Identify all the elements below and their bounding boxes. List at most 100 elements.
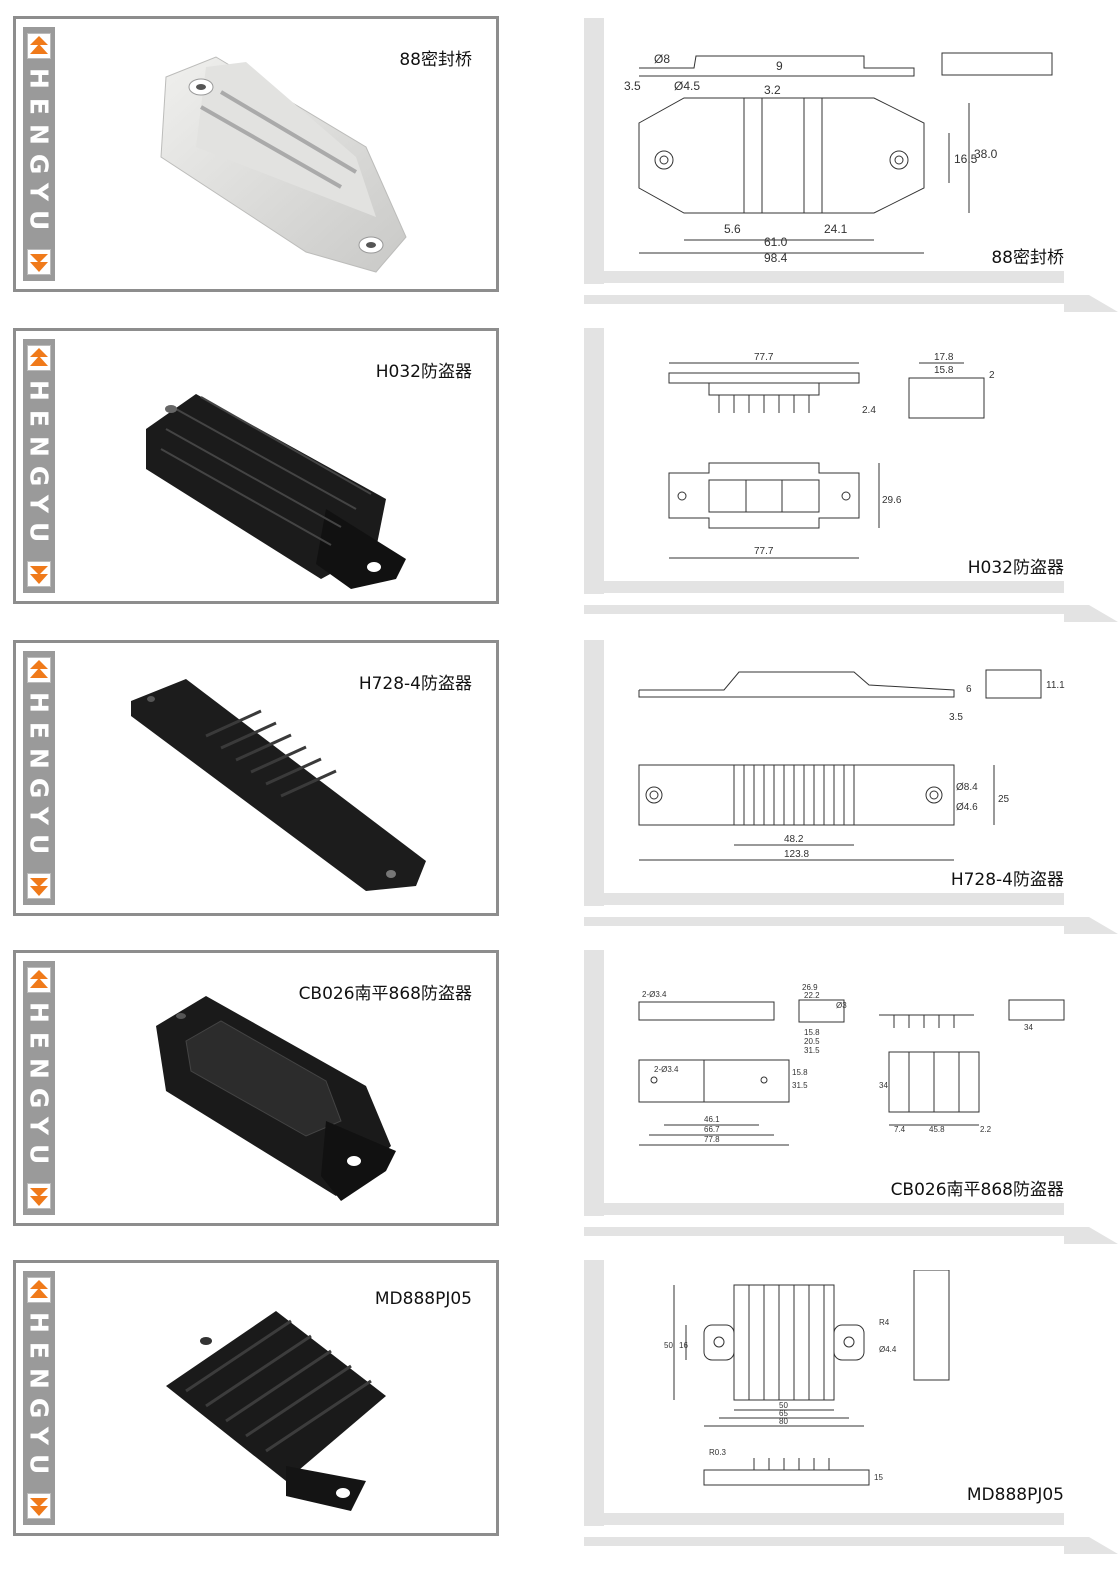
dim-label: 38.0 (974, 147, 998, 161)
down-arrows-icon (27, 873, 51, 899)
drawing-title: CB026南平868防盗器 (890, 1180, 1064, 1200)
up-arrows-icon (27, 967, 51, 993)
up-arrows-icon (27, 657, 51, 683)
drawing-panel-h728: 6 3.5 11.1 Ø8.4 Ø4.6 25 48.2 123.8 H728-… (584, 640, 1118, 934)
dim-label: 61.0 (764, 235, 788, 249)
dim-label: Ø8 (654, 52, 670, 66)
dim-label: 34 (1024, 1023, 1033, 1032)
dim-label: 29.6 (882, 495, 902, 506)
dim-label: Ø4.5 (674, 79, 700, 93)
dim-label: 16 (679, 1341, 688, 1350)
dim-label: 123.8 (784, 849, 809, 860)
dim-label: 31.5 (804, 1046, 820, 1055)
dim-label: 24.1 (824, 222, 848, 236)
dim-label: 2-Ø3.4 (642, 990, 667, 999)
drawing-panel-md888: 50 16 R4 Ø4.4 50 65 80 R0.3 15 MD888PJ05 (584, 1260, 1118, 1554)
drawing-panel-h032: 77.7 17.8 15.8 2 2.4 29.6 77.7 H032防盗器 (584, 328, 1118, 622)
product-title: 88密封桥 (399, 50, 472, 70)
brand-vertical-text: HENGYU (24, 380, 54, 552)
dim-label: 3.5 (624, 79, 641, 93)
product-title: CB026南平868防盗器 (298, 984, 472, 1004)
dim-label: 31.5 (792, 1081, 808, 1090)
dim-label: 50 (664, 1341, 673, 1350)
technical-drawing: 50 16 R4 Ø4.4 50 65 80 R0.3 15 (664, 1270, 950, 1486)
product-card-88: HENGYU 88密封桥 (13, 16, 499, 292)
dim-label: 2.4 (862, 405, 876, 416)
dim-label: 11.1 (1046, 680, 1065, 691)
down-arrows-icon (27, 1183, 51, 1209)
up-arrows-icon (27, 1277, 51, 1303)
dim-label: 80 (779, 1417, 788, 1426)
dim-label: 16.5 (954, 152, 978, 166)
drawing-panel-cb026: 2-Ø3.4 26.9 22.2 Ø3 15.8 20.5 31.5 2-Ø3.… (584, 950, 1118, 1244)
dim-label: 3.5 (949, 712, 963, 723)
brand-strip: HENGYU (23, 961, 55, 1215)
brand-strip: HENGYU (23, 27, 55, 281)
dim-label: R0.3 (709, 1448, 726, 1457)
product-card-h032: HENGYU H032防盗器 (13, 328, 499, 604)
dim-label: 65 (779, 1409, 788, 1418)
technical-drawing: 6 3.5 11.1 Ø8.4 Ø4.6 25 48.2 123.8 (638, 669, 1065, 861)
product-photo (160, 56, 407, 273)
drawing-title: MD888PJ05 (966, 1485, 1064, 1505)
dim-label: 2.2 (980, 1125, 992, 1134)
product-photo (146, 394, 406, 589)
dim-label: 6 (966, 684, 972, 695)
dim-label: 34 (879, 1081, 888, 1090)
drawing-panel-88: Ø8 9 3.5 Ø4.5 3.2 16.5 38.0 5.6 24.1 61.… (584, 18, 1118, 312)
dim-label: 9 (776, 59, 783, 73)
dim-label: 17.8 (934, 352, 954, 363)
dim-label: 46.1 (704, 1115, 720, 1124)
brand-strip: HENGYU (23, 339, 55, 593)
dim-label: Ø4.4 (879, 1345, 897, 1354)
up-arrows-icon (27, 33, 51, 59)
dim-label: 77.7 (754, 546, 774, 557)
dim-label: 15.8 (792, 1068, 808, 1077)
brand-vertical-text: HENGYU (24, 692, 54, 864)
product-photo (166, 1311, 386, 1511)
product-card-h728: HENGYU H728-4防盗器 (13, 640, 499, 916)
product-card-md888: HENGYU MD888PJ05 (13, 1260, 499, 1536)
dim-label: 15 (874, 1473, 883, 1482)
down-arrows-icon (27, 561, 51, 587)
brand-vertical-text: HENGYU (24, 1002, 54, 1174)
dim-label: 15.8 (934, 365, 954, 376)
dim-label: 3.2 (764, 83, 781, 97)
brand-vertical-text: HENGYU (24, 1312, 54, 1484)
dim-label: 98.4 (764, 251, 788, 265)
technical-drawing: 77.7 17.8 15.8 2 2.4 29.6 77.7 (668, 352, 995, 559)
brand-vertical-text: HENGYU (24, 68, 54, 240)
dim-label: 22.2 (804, 991, 820, 1000)
dim-label: 5.6 (724, 222, 741, 236)
dim-label: 48.2 (784, 834, 804, 845)
dim-label: R4 (879, 1318, 890, 1327)
dim-label: Ø3 (836, 1001, 847, 1010)
brand-strip: HENGYU (23, 651, 55, 905)
down-arrows-icon (27, 249, 51, 275)
dim-label: Ø4.6 (956, 802, 978, 813)
product-title: MD888PJ05 (374, 1289, 472, 1309)
drawing-title: H032防盗器 (967, 558, 1064, 578)
dim-label: 2 (989, 370, 995, 381)
dim-label: 20.5 (804, 1037, 820, 1046)
drawing-title: 88密封桥 (991, 248, 1064, 268)
dim-label: 77.8 (704, 1135, 720, 1144)
up-arrows-icon (27, 345, 51, 371)
technical-drawing: Ø8 9 3.5 Ø4.5 3.2 16.5 38.0 5.6 24.1 61.… (624, 52, 1053, 265)
dim-label: 25 (998, 794, 1010, 805)
dim-label: 15.8 (804, 1028, 820, 1037)
dim-label: 26.9 (802, 983, 818, 992)
technical-drawing: 2-Ø3.4 26.9 22.2 Ø3 15.8 20.5 31.5 2-Ø3.… (638, 983, 1065, 1146)
product-photo (156, 996, 396, 1201)
product-title: H728-4防盗器 (358, 674, 472, 694)
down-arrows-icon (27, 1493, 51, 1519)
product-title: H032防盗器 (375, 362, 472, 382)
drawing-title: H728-4防盗器 (950, 870, 1064, 890)
product-card-cb026: HENGYU CB026南平868防盗器 (13, 950, 499, 1226)
dim-label: 2-Ø3.4 (654, 1065, 679, 1074)
product-photo (131, 679, 426, 891)
dim-label: 45.8 (929, 1125, 945, 1134)
dim-label: 77.7 (754, 352, 774, 363)
dim-label: 7.4 (894, 1125, 906, 1134)
dim-label: 66.7 (704, 1125, 720, 1134)
